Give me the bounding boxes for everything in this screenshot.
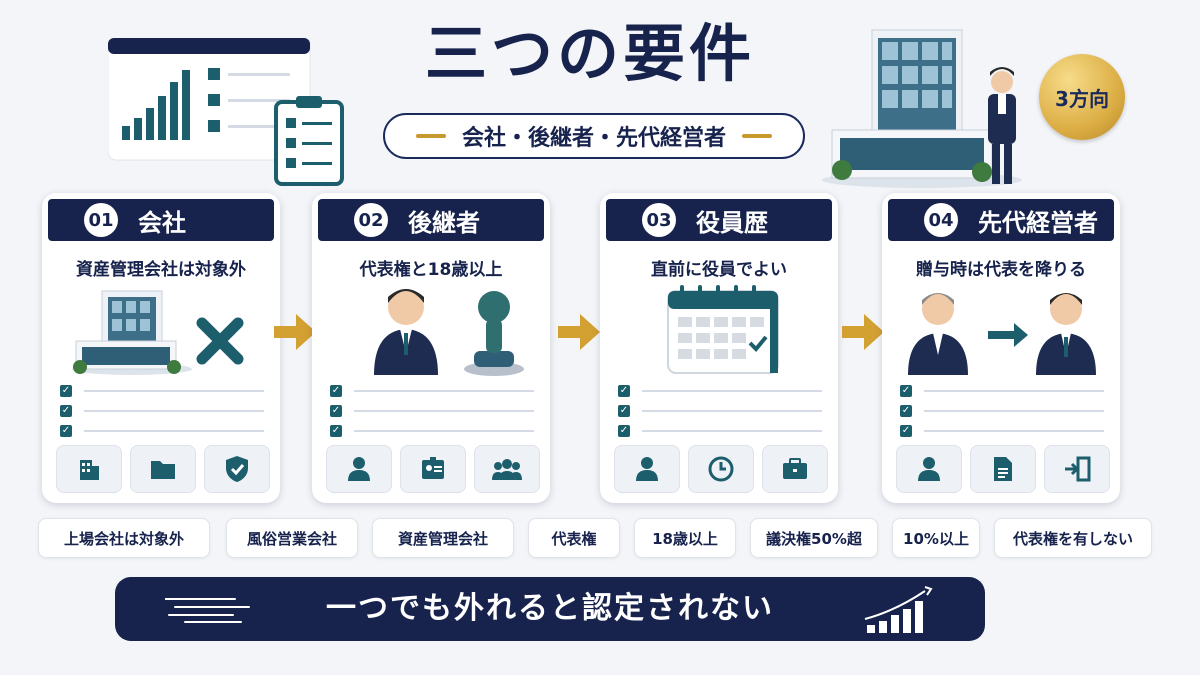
check-icon: ✓ [900,425,912,437]
direction-badge: 3方向 [1039,54,1125,140]
check-icon: ✓ [60,405,72,417]
keyword-tag: 風俗営業会社 [226,518,358,558]
exit-door-icon [1044,445,1110,493]
subtitle-dash-left [415,134,446,138]
checklist-item: ✓ [330,421,540,441]
id-card-icon [400,445,466,493]
arrow-right-icon [558,314,600,350]
checklist-item: ✓ [618,401,828,421]
keyword-tag: 議決権50%超 [750,518,878,558]
card-description: 贈与時は代表を降りる [916,260,1086,280]
checklist: ✓ ✓ ✓ [618,381,828,441]
conclusion-text: 一つでも外れると認定されない [326,591,774,626]
keyword-tag: 18歳以上 [634,518,736,558]
subtitle-dash-right [742,134,772,138]
checklist-item: ✓ [330,381,540,401]
check-icon: ✓ [330,425,342,437]
card-icon-row [896,445,1110,493]
check-icon: ✓ [618,425,630,437]
building-icon [56,445,122,493]
card-title: 役員歴 [696,208,768,237]
keyword-tag: 上場会社は対象外 [38,518,210,558]
speed-lines-icon [165,598,250,623]
card-number: 03 [642,203,676,237]
card-number: 01 [84,203,118,237]
card-description: 資産管理会社は対象外 [76,260,246,280]
report-illustration [107,37,348,188]
checklist-item: ✓ [618,421,828,441]
keyword-tag: 代表権 [528,518,620,558]
person-icon [326,445,392,493]
calendar-illustration [620,285,820,377]
requirement-card-company: 01 会社 資産管理会社は対象外 ✓ ✓ ✓ [42,193,280,503]
keyword-tag: 10%以上 [892,518,980,558]
conclusion-banner: 一つでも外れると認定されない [115,577,985,641]
card-header: 04 先代経営者 [888,199,1114,241]
card-title: 先代経営者 [978,208,1098,237]
check-icon: ✓ [60,425,72,437]
briefcase-icon [762,445,828,493]
checklist-item: ✓ [60,421,270,441]
clock-icon [688,445,754,493]
check-icon: ✓ [330,385,342,397]
subtitle-text: 会社・後継者・先代経営者 [461,126,726,151]
check-icon: ✓ [900,405,912,417]
checklist-item: ✓ [900,421,1110,441]
folder-icon [130,445,196,493]
requirement-card-successor: 02 後継者 代表権と18歳以上 ✓ ✓ ✓ [312,193,550,503]
card-icon-row [326,445,540,493]
checklist: ✓ ✓ ✓ [330,381,540,441]
checklist-item: ✓ [60,401,270,421]
arrow-right-icon [274,314,316,350]
requirement-card-officer-history: 03 役員歴 直前に役員でよい ✓ ✓ ✓ [600,193,838,503]
checklist-item: ✓ [900,381,1110,401]
card-description: 直前に役員でよい [651,260,787,280]
checklist-item: ✓ [330,401,540,421]
card-title: 後継者 [408,208,480,237]
person-icon [896,445,962,493]
shield-check-icon [204,445,270,493]
card-icon-row [614,445,828,493]
card-description: 代表権と18歳以上 [359,260,503,280]
check-icon: ✓ [330,405,342,417]
requirement-card-predecessor: 04 先代経営者 贈与時は代表を降りる ✓ ✓ ✓ [882,193,1120,503]
growth-chart-icon [864,586,933,633]
card-header: 02 後継者 [318,199,544,241]
card-number: 02 [354,203,388,237]
card-number: 04 [924,203,958,237]
check-icon: ✓ [60,385,72,397]
card-header: 01 会社 [48,199,274,241]
card-header: 03 役員歴 [606,199,832,241]
handover-illustration [902,285,1102,377]
page-title: 三つの要件 [424,17,755,90]
check-icon: ✓ [900,385,912,397]
checklist-item: ✓ [900,401,1110,421]
office-building-illustration [812,20,1032,190]
checklist-item: ✓ [60,381,270,401]
card-icon-row [56,445,270,493]
person-icon [614,445,680,493]
arrow-right-icon [842,314,884,350]
checklist-item: ✓ [618,381,828,401]
check-icon: ✓ [618,405,630,417]
checklist: ✓ ✓ ✓ [60,381,270,441]
keyword-tag: 代表権を有しない [994,518,1152,558]
group-icon [474,445,540,493]
subtitle-pill: 会社・後継者・先代経営者 [383,113,805,159]
building-excluded-illustration [62,285,262,377]
document-icon [970,445,1036,493]
keyword-tag: 資産管理会社 [372,518,514,558]
successor-stamp-illustration [332,285,532,377]
check-icon: ✓ [618,385,630,397]
card-title: 会社 [138,208,186,237]
checklist: ✓ ✓ ✓ [900,381,1110,441]
